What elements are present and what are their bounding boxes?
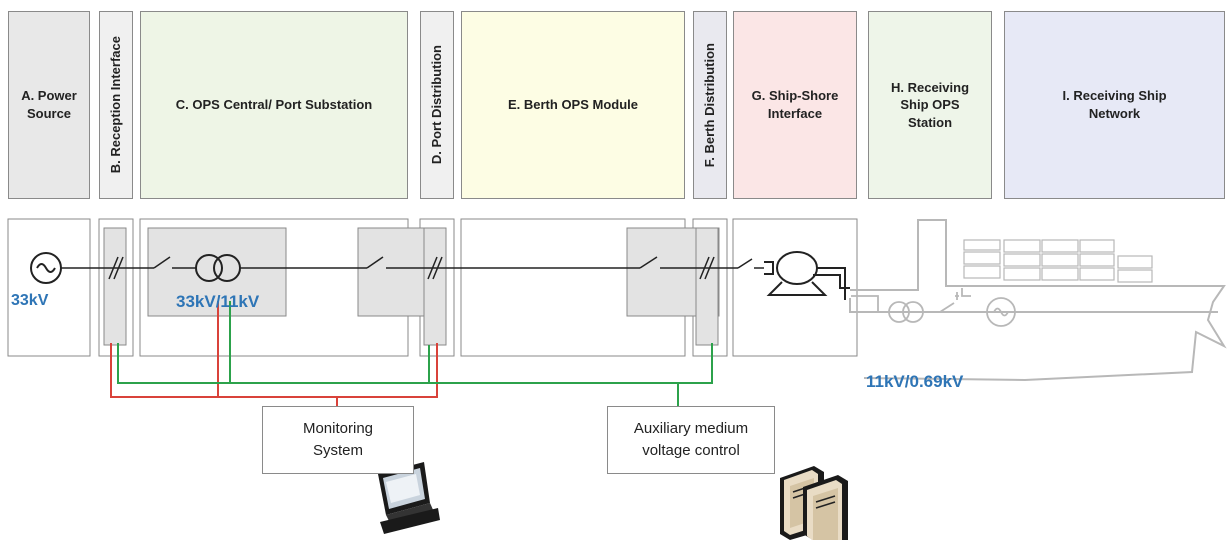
ship-voltage-label: 11kV/0.69kV bbox=[866, 372, 964, 391]
zone-e-berth-ops-module: E. Berth OPS Module bbox=[461, 11, 685, 199]
zone-g-ship-shore-interface: G. Ship-Shore Interface bbox=[733, 11, 857, 199]
section-b-box bbox=[98, 218, 134, 357]
server-icon bbox=[780, 466, 848, 540]
substation-voltage-label: 33kV/11kV bbox=[176, 292, 260, 311]
transformer-icon bbox=[195, 254, 241, 282]
zone-a-label: A. Power Source bbox=[21, 88, 77, 121]
zone-e-label: E. Berth OPS Module bbox=[507, 97, 638, 113]
zone-c-ops-central: C. OPS Central/ Port Substation bbox=[140, 11, 408, 199]
source-voltage-label: 33kV bbox=[11, 292, 49, 309]
auxiliary-control-label: Auxiliary medium voltage control bbox=[633, 420, 749, 459]
zone-c-label: C. OPS Central/ Port Substation bbox=[175, 97, 373, 113]
switch-icon bbox=[639, 256, 658, 269]
berth-distribution-panel bbox=[695, 227, 719, 346]
switch-icon bbox=[737, 258, 753, 269]
port-distribution-panel bbox=[423, 227, 447, 346]
zone-a-power-source: A. Power Source bbox=[8, 11, 90, 199]
auxiliary-control-box: Auxiliary medium voltage control bbox=[607, 406, 775, 474]
section-g-box bbox=[732, 218, 858, 357]
monitoring-system-box: Monitoring System bbox=[262, 406, 414, 474]
zone-f-berth-distribution: F. Berth Distribution bbox=[693, 11, 727, 199]
computer-monitor-icon bbox=[378, 462, 440, 534]
control-line bbox=[117, 343, 713, 384]
zone-h-label: H. Receiving Ship OPS Station bbox=[890, 79, 970, 130]
zone-i-label: I. Receiving Ship Network bbox=[1062, 88, 1167, 121]
ac-source-icon bbox=[30, 252, 62, 284]
monitoring-line bbox=[110, 343, 438, 398]
zone-i-receiving-ship-network: I. Receiving Ship Network bbox=[1004, 11, 1225, 199]
section-a-box bbox=[7, 218, 91, 357]
motor-generator-icon bbox=[764, 251, 850, 300]
monitoring-system-label: Monitoring System bbox=[302, 420, 374, 459]
zone-g-label: G. Ship-Shore Interface bbox=[751, 88, 839, 121]
zone-b-reception-interface: B. Reception Interface bbox=[99, 11, 133, 199]
switch-icon bbox=[366, 256, 384, 269]
zone-h-receiving-ship-ops-station: H. Receiving Ship OPS Station bbox=[868, 11, 992, 199]
zone-d-port-distribution: D. Port Distribution bbox=[420, 11, 454, 199]
switch-icon bbox=[153, 256, 171, 269]
ship-icon bbox=[849, 219, 1227, 382]
reception-panel bbox=[103, 227, 127, 346]
